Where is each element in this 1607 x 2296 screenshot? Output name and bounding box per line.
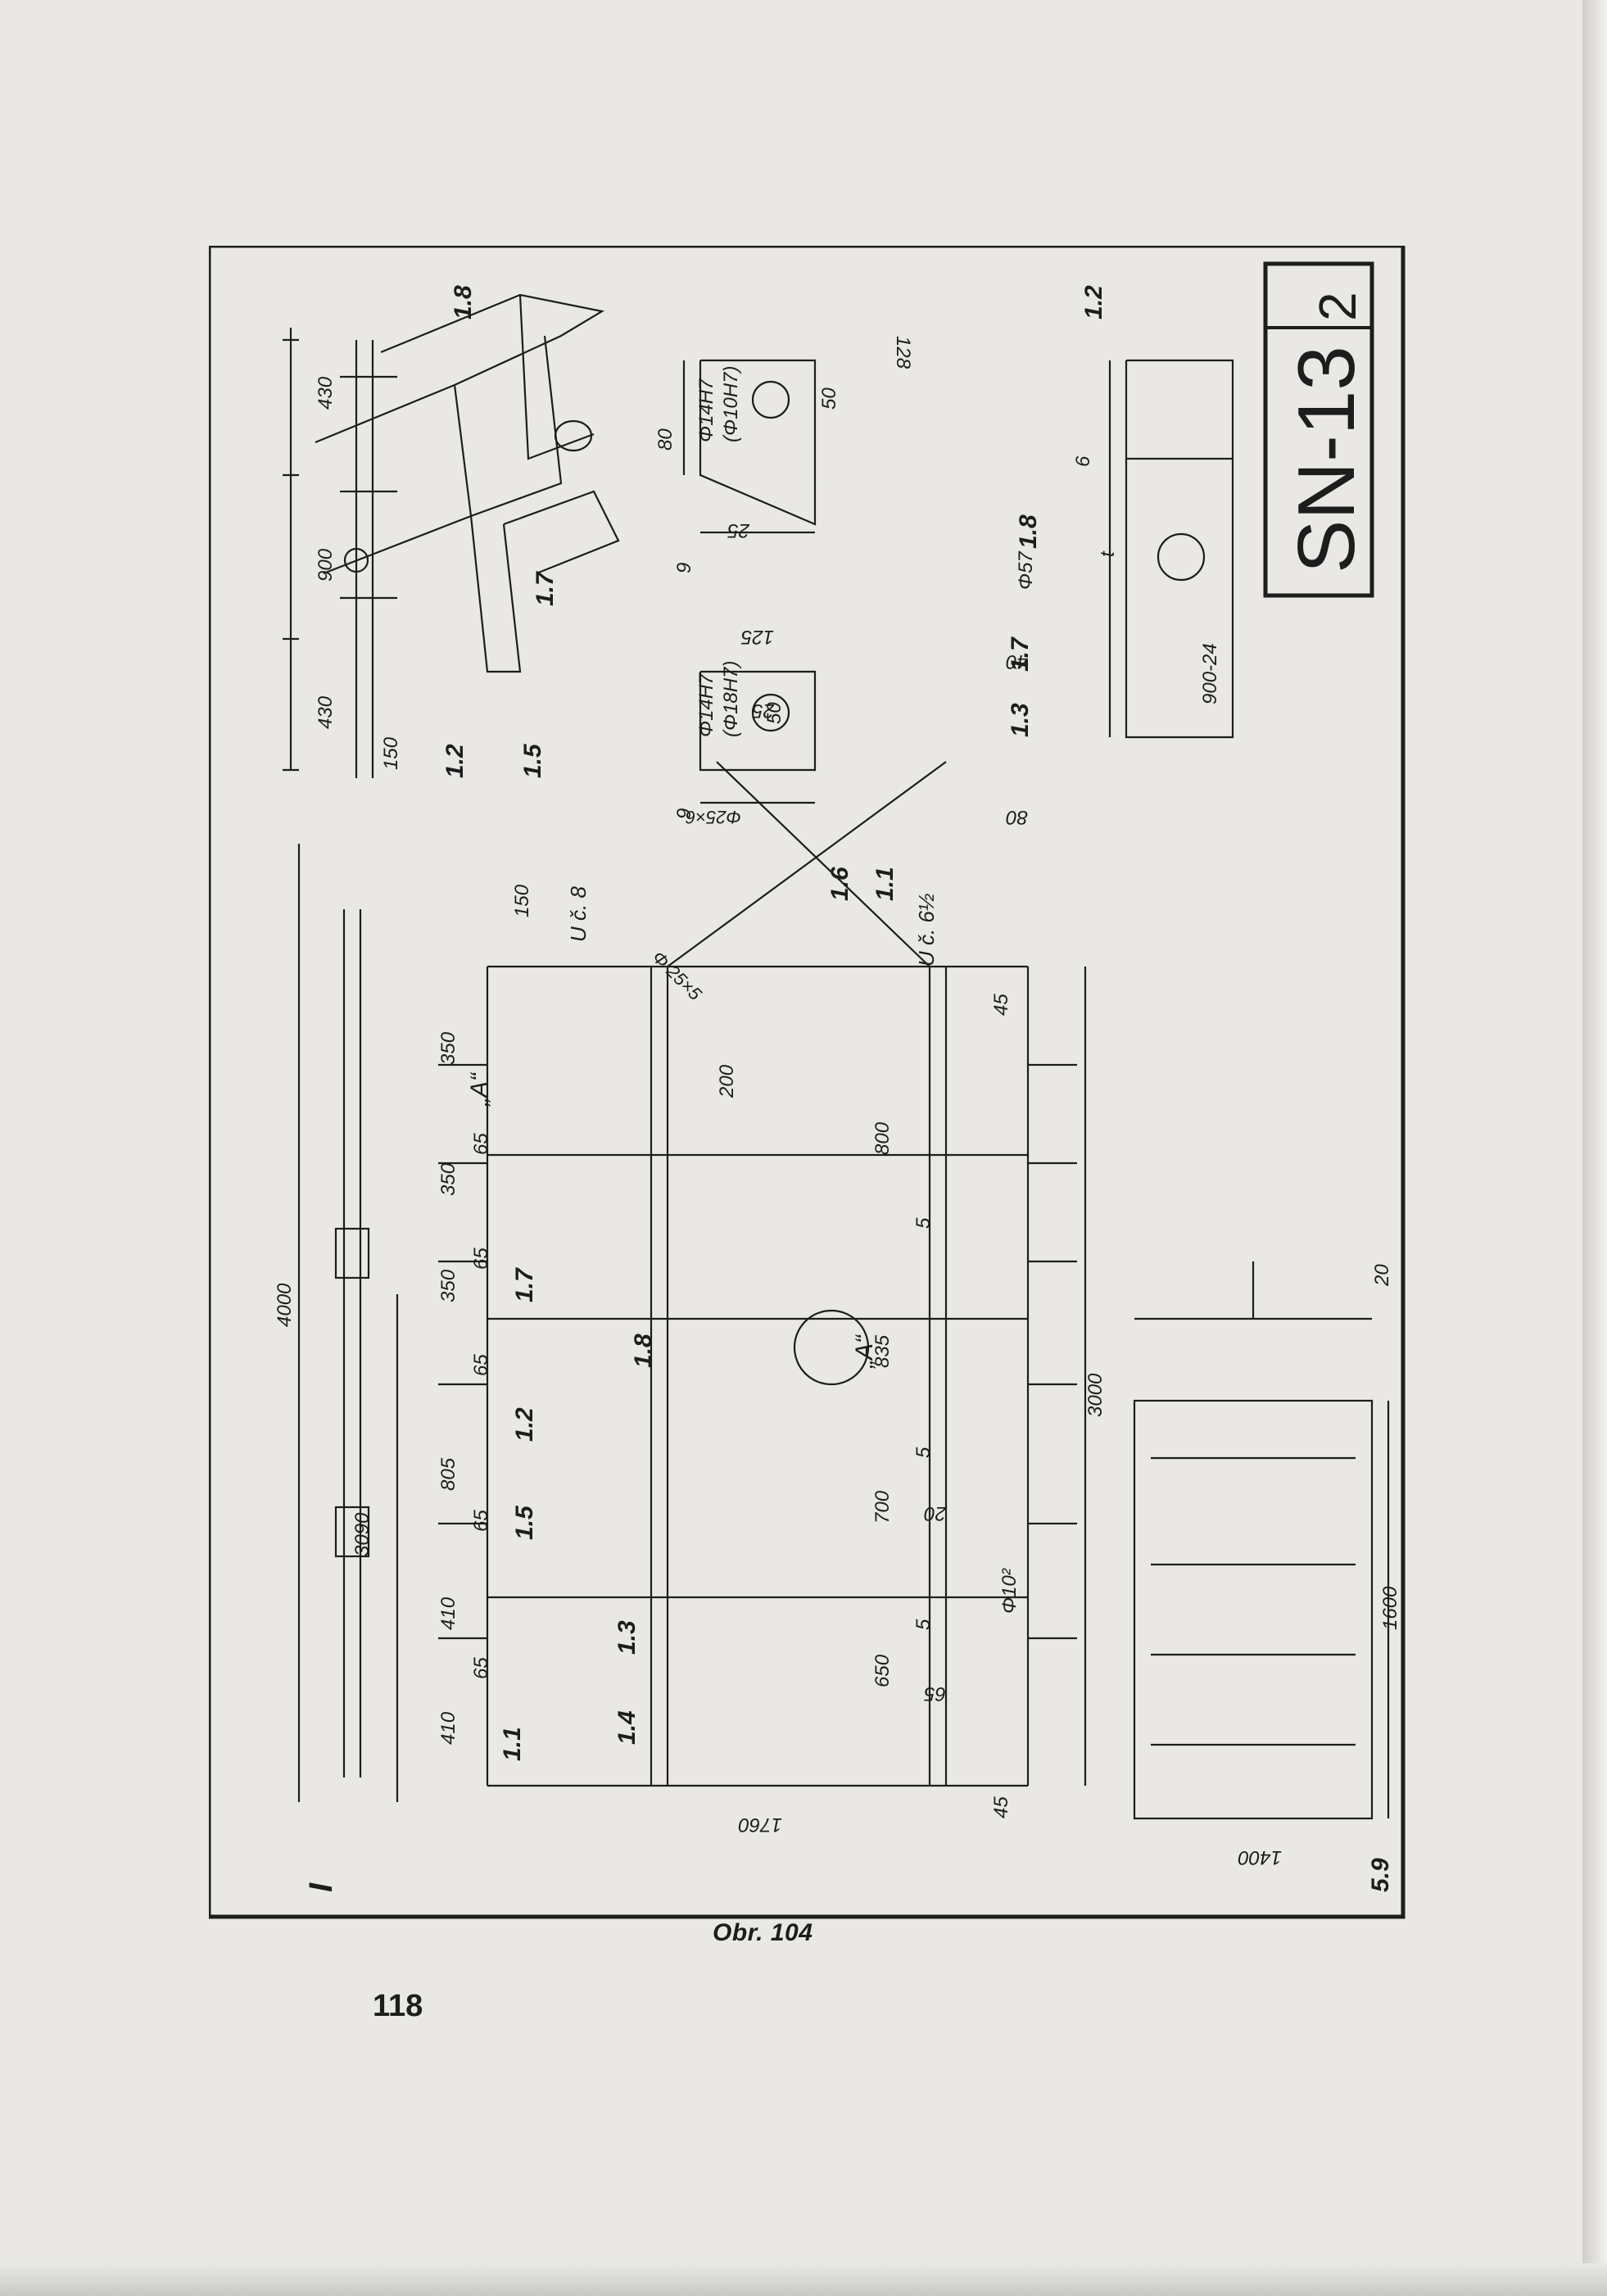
dim-3090: 3090	[351, 1512, 373, 1556]
dim-65a: 65	[470, 1133, 492, 1155]
dim-65e: 65	[470, 1657, 492, 1679]
pos-1-1a: 1.1	[871, 867, 899, 901]
dim-805: 805	[437, 1457, 459, 1491]
gusset-plate-bottom	[699, 670, 817, 804]
pos-1-5a: 1.5	[519, 743, 546, 778]
badge-sheet: 2	[1308, 292, 1367, 321]
pos-1-4: 1.4	[613, 1710, 641, 1745]
pos-1-7c: 1.7	[511, 1267, 538, 1302]
floor-panel	[1133, 1261, 1390, 1820]
dim-20b: 20	[1371, 1264, 1393, 1287]
profile-hole-pattern: Φ 25×5	[648, 947, 706, 1005]
dim-phi102: Φ10²	[998, 1568, 1021, 1614]
dim-1600: 1600	[1379, 1586, 1401, 1630]
profile-u8: U č. 8	[566, 886, 591, 942]
dim-9a: 9	[673, 563, 695, 573]
pos-1-3a: 1.3	[1007, 703, 1034, 737]
pos-1-7a: 1.7	[532, 571, 559, 606]
pos-1-2top: 1.2	[1080, 285, 1107, 319]
profile-holes-top: Φ25×6	[685, 807, 741, 827]
badge-frame	[1263, 261, 1374, 598]
dim-65f: 65	[924, 1682, 946, 1705]
pos-1-8c: 1.8	[630, 1334, 657, 1368]
dim-200: 200	[716, 1064, 738, 1098]
pos-1-8b: 1.8	[1015, 514, 1042, 549]
dim-900-24: 900-24	[1199, 643, 1221, 704]
dim-9b: 9	[673, 808, 695, 819]
dim-phi1447b: Φ14H7	[695, 672, 717, 737]
pos-5-9: 5.9	[1367, 1858, 1394, 1892]
detail-label: „A“	[466, 1071, 493, 1107]
pos-1-1b: 1.1	[499, 1727, 526, 1761]
dim-45a: 45	[990, 994, 1012, 1016]
dim-65b: 65	[470, 1248, 492, 1270]
dim-650: 650	[871, 1654, 894, 1687]
dim-1760: 1760	[738, 1814, 782, 1836]
chassis-plan	[438, 761, 1087, 1787]
dim-40: 40	[1006, 650, 1028, 672]
dim-phi57: Φ57	[1015, 550, 1037, 590]
dim-150a: 150	[380, 736, 402, 770]
dim-4000: 4000	[274, 1283, 296, 1327]
dim-5b: 5	[912, 1447, 935, 1458]
detail-label-plan: „A“	[851, 1334, 878, 1370]
dim-20a: 20	[924, 1502, 947, 1524]
drawing-frame	[209, 246, 1406, 1919]
dim-835: 835	[871, 1334, 894, 1368]
side-frame-view	[283, 328, 397, 778]
drawing-svg: SN-13 2 430 900 430 150 128 80 50 25 9 Φ…	[209, 246, 1406, 1919]
profile-u6: U č. 6½	[914, 893, 939, 967]
page-bottom-edge	[0, 2263, 1607, 2296]
dim-50b: 50	[763, 702, 785, 724]
dim-410a: 410	[437, 1596, 459, 1630]
dim-65d: 65	[470, 1510, 492, 1532]
dim-350b: 350	[437, 1162, 459, 1196]
dim-6: 6	[1072, 455, 1094, 467]
technical-drawing: SN-13 2 430 900 430 150 128 80 50 25 9 Φ…	[209, 246, 1406, 1966]
dim-1400: 1400	[1238, 1846, 1282, 1868]
dim-25b: 25	[752, 700, 775, 722]
dim-45b: 45	[990, 1796, 1012, 1818]
dim-350a: 350	[437, 1031, 459, 1065]
dim-25a: 25	[727, 519, 750, 541]
dim-900: 900	[315, 548, 337, 582]
axle-plate	[1108, 359, 1234, 739]
section-mark: I	[303, 1882, 339, 1892]
pos-1-3b: 1.3	[613, 1620, 641, 1655]
dim-150b: 150	[511, 884, 533, 917]
dim-50a: 50	[818, 387, 840, 410]
dim-80b: 80	[1006, 806, 1028, 828]
page-number: 118	[373, 1989, 423, 2023]
dim-80: 80	[654, 428, 677, 451]
dim-128: 128	[892, 336, 914, 369]
dim-65c: 65	[470, 1354, 492, 1376]
badge-code: SN-13	[1281, 346, 1371, 573]
dim-410b: 410	[437, 1711, 459, 1745]
pos-1-7b: 1.7	[1007, 636, 1034, 672]
pos-1-5b: 1.5	[511, 1505, 538, 1540]
isometric-detail-a	[315, 293, 620, 673]
pos-1-2a: 1.2	[441, 744, 469, 778]
dim-800: 800	[871, 1121, 894, 1155]
dim-350c: 350	[437, 1269, 459, 1302]
gusset-plate-top	[682, 359, 817, 534]
figure-caption: Obr. 104	[713, 1919, 813, 1946]
pos-1-8a: 1.8	[450, 285, 477, 319]
badge-text-group: SN-13	[1281, 346, 1371, 573]
side-elevation	[297, 844, 399, 1802]
dim-3000: 3000	[1084, 1373, 1107, 1417]
dim-430a: 430	[315, 376, 337, 410]
dim-phi1847: (Φ18H7)	[720, 661, 742, 737]
dim-430b: 430	[315, 695, 337, 729]
pos-1-6: 1.6	[826, 867, 853, 901]
page-right-edge	[1582, 0, 1607, 2296]
dim-700: 700	[871, 1490, 894, 1524]
dim-phi1047: (Φ10H7)	[720, 366, 742, 442]
dim-5c: 5	[912, 1619, 935, 1630]
dim-5a: 5	[912, 1217, 935, 1229]
dim-t: t	[1097, 550, 1119, 557]
pos-1-2b: 1.2	[511, 1407, 538, 1442]
dim-phi1447a: Φ14H7	[695, 378, 717, 442]
dim-125: 125	[740, 626, 774, 648]
